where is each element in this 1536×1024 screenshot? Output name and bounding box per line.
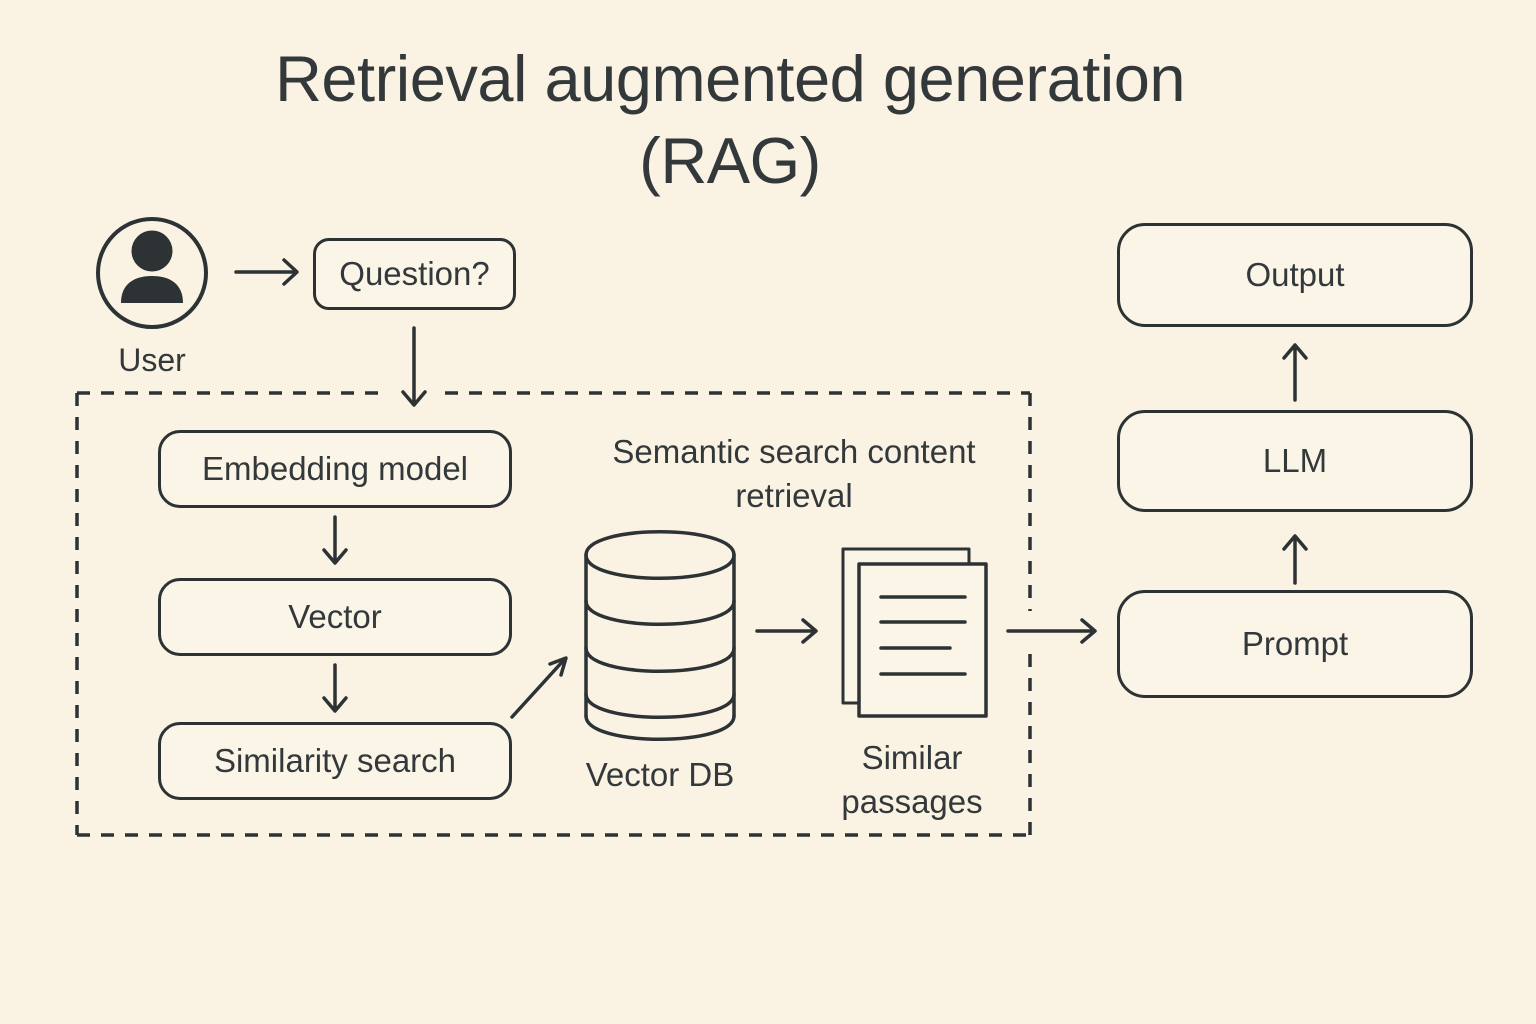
arrow-question-to-pipeline bbox=[401, 326, 427, 407]
page-title-line2: (RAG) bbox=[639, 124, 821, 197]
cylinder-ring-2 bbox=[584, 646, 736, 673]
semantic-search-label-line1: Semantic search content bbox=[612, 433, 976, 470]
arrow-llm-to-output bbox=[1282, 343, 1308, 402]
arrow-similarity-to-vectordb bbox=[510, 656, 568, 719]
node-similarity-search-label: Similarity search bbox=[213, 742, 457, 779]
user-icon-circle bbox=[96, 217, 208, 329]
node-llm-label: LLM bbox=[1262, 442, 1328, 479]
arrow-user-to-question bbox=[234, 258, 299, 286]
node-embedding-model-label: Embedding model bbox=[202, 450, 468, 487]
node-similarity-search: Similarity search bbox=[158, 722, 512, 800]
node-output: Output bbox=[1117, 223, 1473, 327]
page-title-line1: Retrieval augmented generation bbox=[274, 42, 1186, 115]
user-label: User bbox=[118, 342, 186, 378]
node-vector: Vector bbox=[158, 578, 512, 656]
database-cylinder-icon bbox=[584, 530, 736, 741]
document-front-page bbox=[857, 562, 988, 718]
semantic-search-label-line2: retrieval bbox=[735, 477, 853, 514]
vector-db-label: Vector DB bbox=[585, 756, 735, 793]
arrow-vectordb-to-passages bbox=[755, 618, 818, 644]
document-back-page bbox=[841, 547, 971, 705]
similar-passages-label-line1: Similar bbox=[861, 739, 963, 776]
similar-passages-label-line2: passages bbox=[841, 783, 983, 820]
node-prompt-label: Prompt bbox=[1241, 625, 1349, 662]
node-question-label: Question? bbox=[339, 255, 490, 292]
user-icon-head bbox=[131, 230, 173, 272]
similar-passages-label: Similar passages bbox=[812, 736, 1012, 824]
cylinder-top-ellipse bbox=[584, 530, 736, 580]
node-question: Question? bbox=[313, 238, 516, 310]
user-icon-body bbox=[121, 276, 183, 303]
cylinder-bottom-arc bbox=[584, 714, 736, 741]
arrow-prompt-to-llm bbox=[1282, 534, 1308, 585]
cylinder-ring-3 bbox=[584, 692, 736, 719]
node-prompt: Prompt bbox=[1117, 590, 1473, 698]
node-embedding-model: Embedding model bbox=[158, 430, 512, 508]
user-icon bbox=[96, 217, 208, 329]
node-llm: LLM bbox=[1117, 410, 1473, 512]
arrow-embedding-to-vector bbox=[322, 515, 348, 565]
documents-icon bbox=[841, 547, 988, 718]
page-title: Retrieval augmented generation (RAG) bbox=[0, 38, 1460, 202]
arrow-passages-to-prompt bbox=[1006, 618, 1097, 644]
arrow-vector-to-similarity bbox=[322, 663, 348, 713]
cylinder-ring-1 bbox=[584, 599, 736, 626]
semantic-search-label: Semantic search content retrieval bbox=[594, 430, 994, 518]
node-vector-label: Vector bbox=[288, 598, 382, 635]
node-output-label: Output bbox=[1245, 256, 1345, 293]
document-text-lines bbox=[879, 595, 967, 676]
